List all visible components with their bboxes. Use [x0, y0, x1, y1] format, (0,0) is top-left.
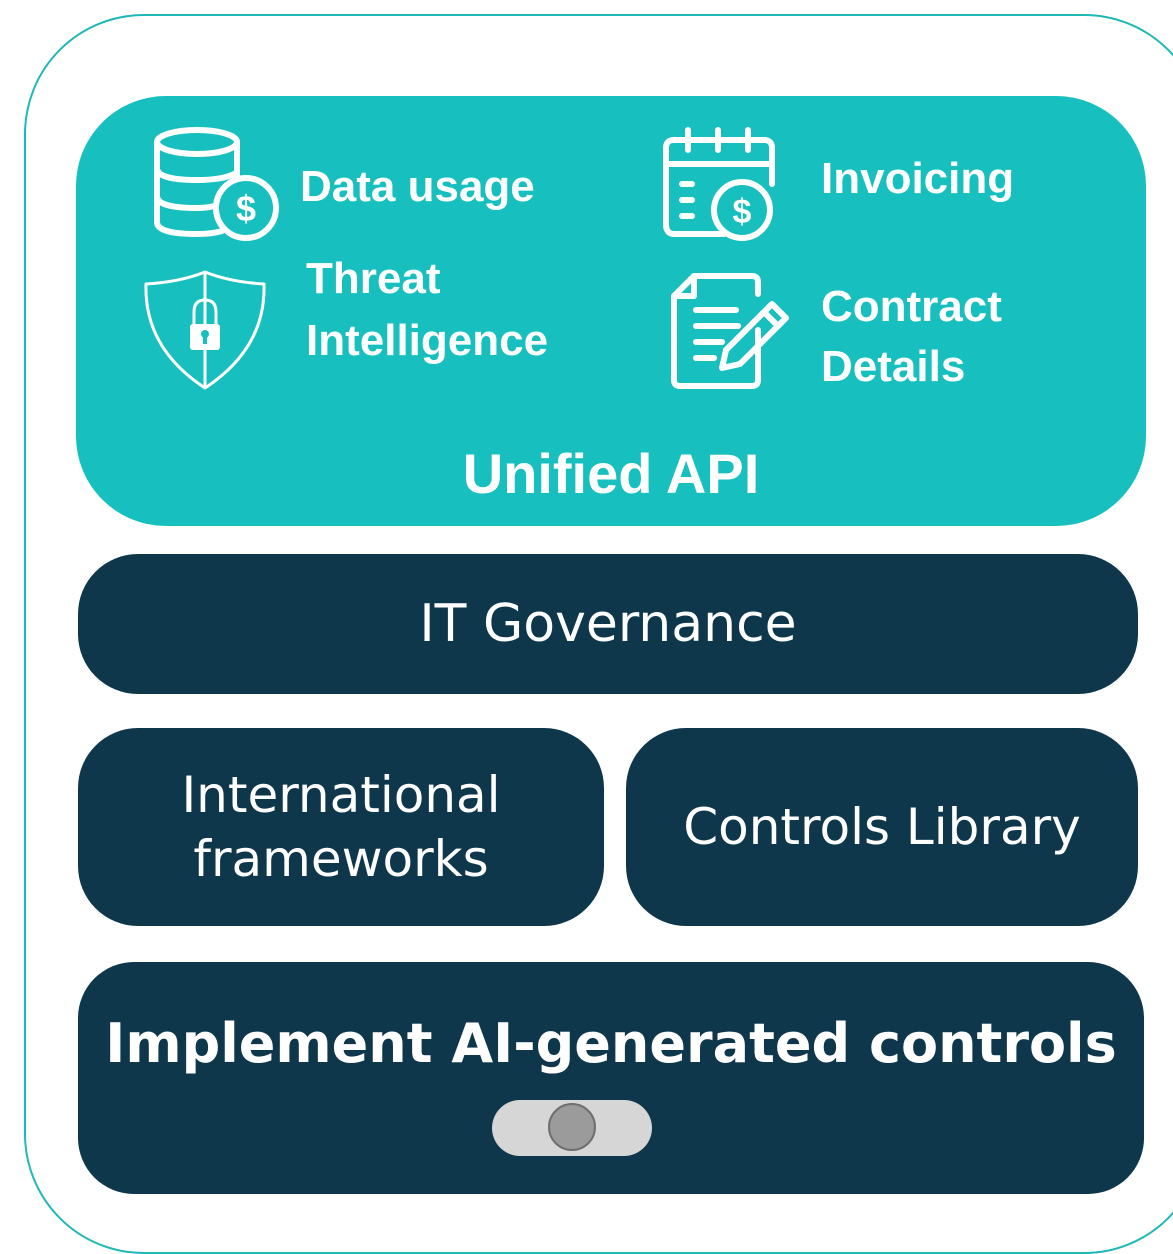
threat-label-line2: Intelligence — [306, 316, 549, 365]
contract-label-line1: Contract — [821, 282, 1002, 331]
ai-controls-toggle[interactable] — [492, 1100, 652, 1156]
unified-api-title: Unified API — [462, 442, 760, 505]
international-frameworks-panel: International frameworks — [78, 728, 604, 926]
it-governance-panel: IT Governance — [78, 554, 1138, 694]
implement-controls-panel: Implement AI-generated controls — [78, 962, 1144, 1194]
frameworks-label-line2: frameworks — [193, 830, 489, 888]
it-governance-label: IT Governance — [419, 594, 797, 654]
document-pencil-icon — [671, 273, 789, 389]
shield-lock-icon — [144, 270, 266, 390]
database-dollar-icon: $ — [154, 127, 279, 241]
unified-api-panel: $ Data usage $ Invoicing Threat Intellig… — [76, 96, 1146, 526]
svg-text:$: $ — [236, 188, 256, 229]
calendar-dollar-icon: $ — [663, 127, 775, 241]
controls-library-label: Controls Library — [683, 798, 1081, 856]
invoicing-label: Invoicing — [821, 154, 1015, 203]
data-usage-label: Data usage — [300, 162, 535, 211]
contract-label-line2: Details — [821, 342, 966, 391]
controls-library-panel: Controls Library — [626, 728, 1138, 926]
threat-label-line1: Threat — [306, 254, 441, 303]
implement-title: Implement AI-generated controls — [105, 1012, 1117, 1075]
frameworks-label-line1: International — [181, 766, 501, 824]
svg-text:$: $ — [733, 193, 752, 231]
toggle-knob[interactable] — [548, 1103, 596, 1151]
